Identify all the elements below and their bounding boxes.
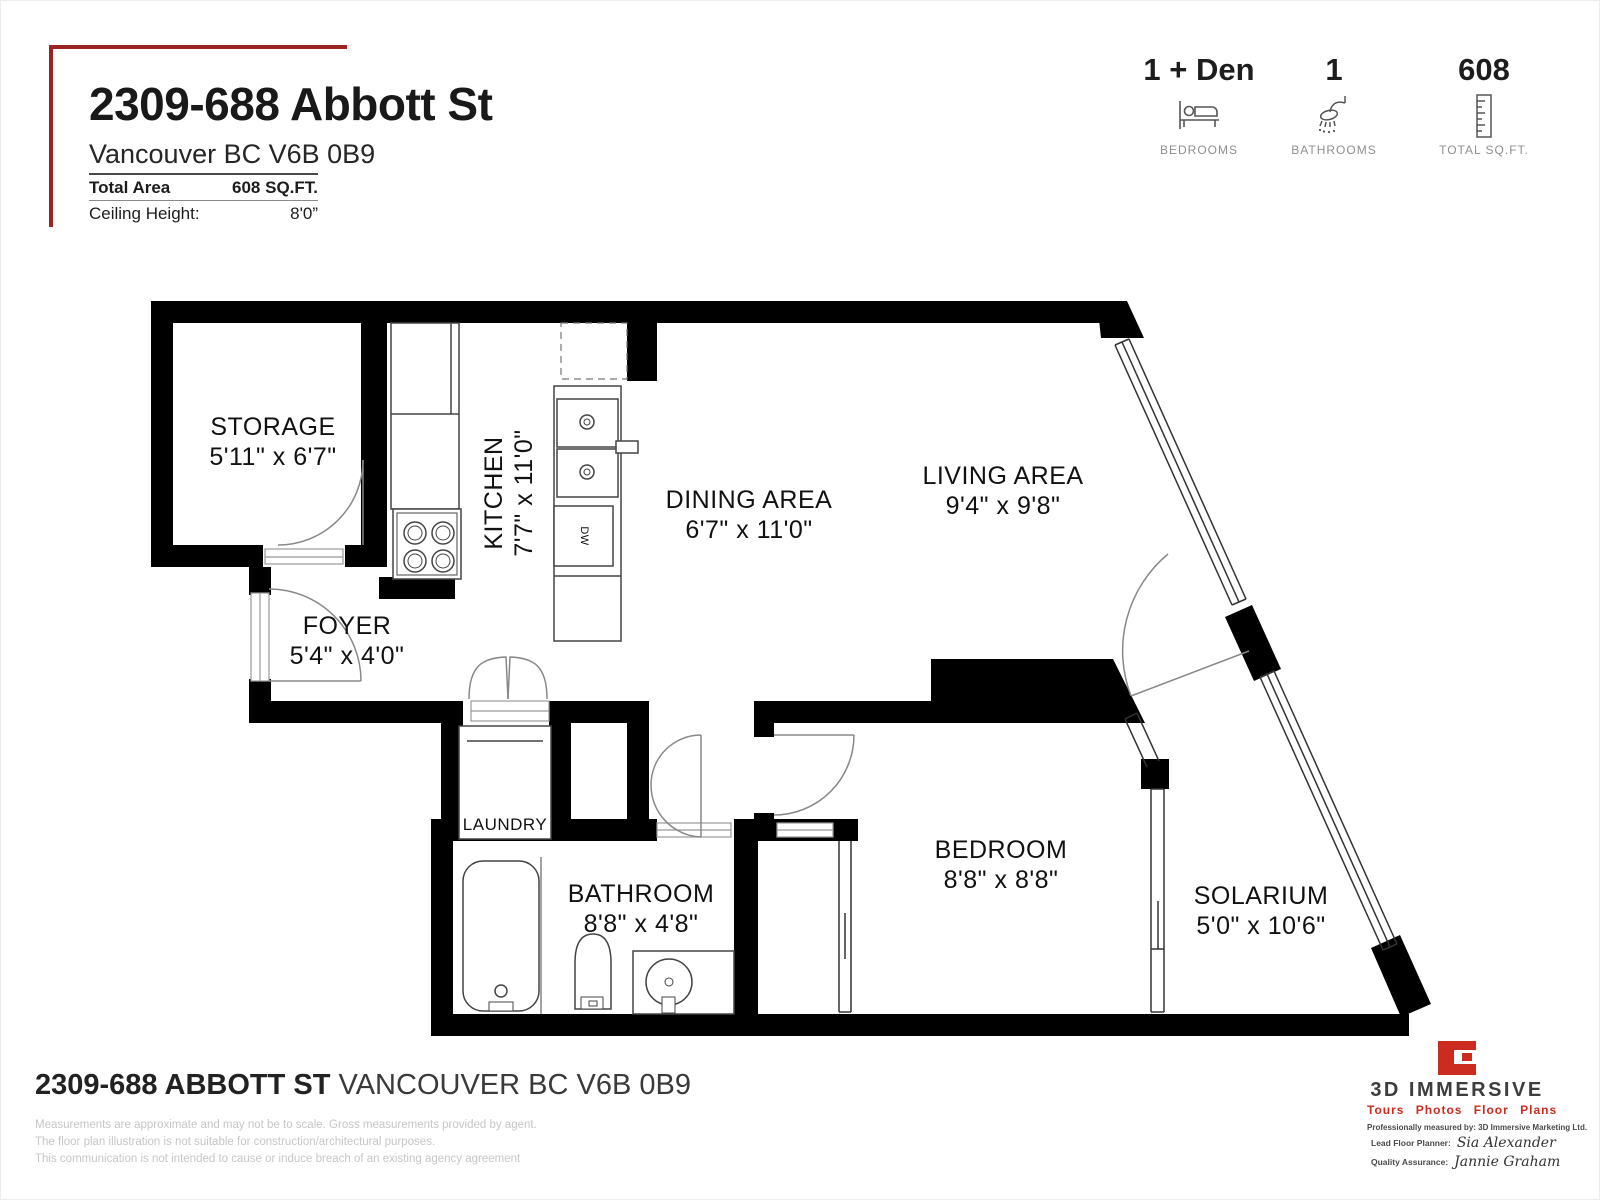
- room-name: KITCHEN: [480, 436, 508, 550]
- total-area-label: Total Area: [89, 178, 171, 197]
- bathrooms-label: BATHROOMS: [1291, 143, 1377, 157]
- room-name: SOLARIUM: [1193, 882, 1329, 910]
- dishwasher-label: DW: [578, 526, 590, 546]
- planner-label: Lead Floor Planner:: [1371, 1138, 1451, 1148]
- stat-bathrooms: 1 BATHROOMS: [1259, 52, 1409, 158]
- bathrooms-value: 1: [1325, 52, 1343, 87]
- brand-measured-by: Professionally measured by: 3D Immersive…: [1367, 1123, 1588, 1132]
- plan-thresholds: [250, 548, 834, 838]
- room-label-bedroom: BEDROOM 8'8" x 8'8": [935, 835, 1068, 895]
- room-label-foyer: FOYER 5'4" x 4'0": [290, 611, 405, 671]
- room-dims: 5'11" x 6'7": [209, 443, 337, 471]
- shower-icon: [1259, 93, 1409, 139]
- room-name: LAUNDRY: [462, 815, 548, 834]
- footer-address-rest: VANCOUVER BC V6B 0B9: [330, 1069, 691, 1101]
- room-label-solarium: SOLARIUM 5'0" x 10'6": [1194, 881, 1329, 941]
- footer-address-bold: 2309-688 ABBOTT ST: [35, 1069, 331, 1101]
- room-dims: 8'8" x 8'8": [943, 866, 1059, 894]
- ceiling-height-row: Ceiling Height: 8'0”: [89, 204, 318, 224]
- plan-doors: [268, 459, 1250, 838]
- room-label-storage: STORAGE 5'11" x 6'7": [209, 412, 336, 472]
- room-dims: 7'7" x 11'0": [510, 429, 538, 557]
- disclaimer-line: The floor plan illustration is not suita…: [35, 1136, 436, 1148]
- header-divider-2: [89, 200, 318, 201]
- stat-total-sqft: 608 TOTAL SQ.FT.: [1409, 52, 1559, 158]
- room-label-laundry: LAUNDRY: [463, 816, 547, 834]
- room-label-kitchen: KITCHEN 7'7" x 11'0": [479, 429, 539, 556]
- brand-tagline: Tours Photos Floor Plans: [1367, 1103, 1558, 1117]
- total-sqft-value: 608: [1458, 52, 1510, 87]
- footer-disclaimers: Measurements are approximate and may not…: [35, 1117, 537, 1168]
- room-name: BATHROOM: [567, 880, 715, 908]
- room-name: FOYER: [302, 612, 392, 640]
- room-name: BEDROOM: [934, 836, 1068, 864]
- disclaimer-line: Measurements are approximate and may not…: [35, 1119, 537, 1131]
- brand-logo-icon: [1367, 1041, 1547, 1077]
- planner-signature: Sia Alexander: [1456, 1135, 1556, 1151]
- room-name: STORAGE: [210, 413, 336, 441]
- room-label-living: LIVING AREA 9'4" x 9'8": [922, 461, 1083, 521]
- room-dims: 5'0" x 10'6": [1196, 912, 1326, 940]
- room-name: LIVING AREA: [922, 462, 1084, 490]
- total-area-value: 608 SQ.FT.: [232, 178, 318, 197]
- brand-name: 3D IMMERSIVE: [1370, 1079, 1544, 1101]
- plan-fixtures: [390, 322, 735, 1015]
- plan-walls: [151, 301, 1431, 1036]
- stat-bedrooms: 1 + Den BEDROOMS: [1124, 52, 1274, 158]
- total-sqft-label: TOTAL SQ.FT.: [1439, 143, 1529, 157]
- accent-line-horizontal: [49, 45, 347, 49]
- bedrooms-value: 1 + Den: [1143, 52, 1255, 87]
- room-dims: 8'8" x 4'8": [583, 910, 699, 938]
- qa-label: Quality Assurance:: [1371, 1157, 1449, 1167]
- bed-icon: [1124, 93, 1274, 139]
- ceiling-height-value: 8'0”: [290, 204, 318, 223]
- room-dims: 6'7" x 11'0": [685, 516, 813, 544]
- header-divider: [89, 173, 318, 175]
- footer-address: 2309-688 ABBOTT ST VANCOUVER BC V6B 0B9: [35, 1069, 691, 1102]
- page-title: 2309-688 Abbott St: [89, 78, 493, 130]
- ceiling-height-label: Ceiling Height:: [89, 204, 200, 223]
- room-dims: 5'4" x 4'0": [289, 642, 405, 670]
- room-label-dining: DINING AREA 6'7" x 11'0": [666, 485, 833, 545]
- room-label-bathroom: BATHROOM 8'8" x 4'8": [568, 879, 715, 939]
- room-name: DINING AREA: [665, 486, 833, 514]
- room-dims: 9'4" x 9'8": [945, 492, 1061, 520]
- brand-block: 3D IMMERSIVE Tours Photos Floor Plans Pr…: [1367, 1041, 1588, 1170]
- qa-signature: Jannie Graham: [1454, 1154, 1561, 1170]
- plan-windows: [838, 338, 1398, 1013]
- accent-line-vertical: [49, 45, 53, 227]
- planner-row: Lead Floor Planner: Sia Alexander: [1367, 1135, 1556, 1151]
- page-subtitle: Vancouver BC V6B 0B9: [89, 139, 376, 169]
- ruler-icon: [1409, 93, 1559, 139]
- bedrooms-label: BEDROOMS: [1159, 143, 1238, 157]
- disclaimer-line: This communication is not intended to ca…: [35, 1153, 521, 1165]
- total-area-row: Total Area 608 SQ.FT.: [89, 178, 318, 198]
- qa-row: Quality Assurance: Jannie Graham: [1367, 1154, 1560, 1170]
